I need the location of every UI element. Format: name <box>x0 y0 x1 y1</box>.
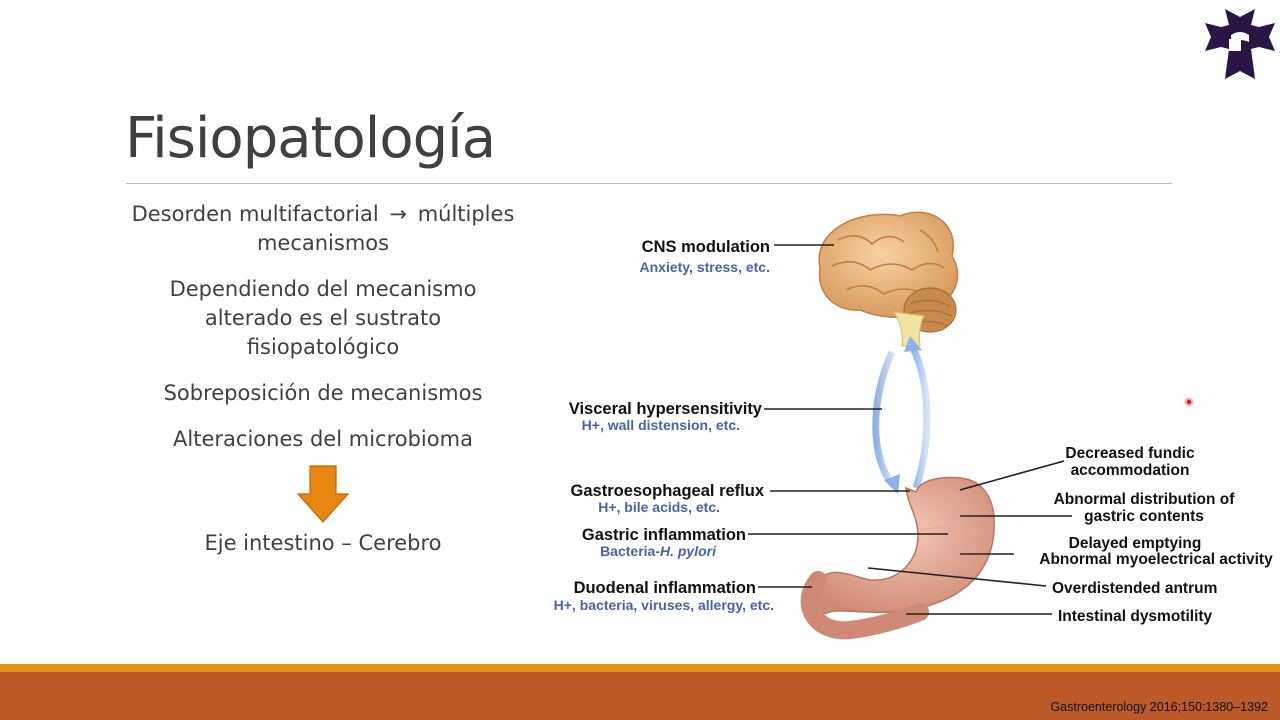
bullet-list: Desorden multifactorial → múltiples meca… <box>126 200 520 575</box>
label-accommodation: accommodation <box>1071 462 1190 479</box>
label-visceral-subtitle: H+, wall distension, etc. <box>582 417 740 433</box>
page-title: Fisiopatología <box>125 106 496 171</box>
bullet-eje: Eje intestino – Cerebro <box>204 531 442 555</box>
label-reflux-subtitle: H+, bile acids, etc. <box>598 499 720 515</box>
label-gastroesophageal-reflux: Gastroesophageal reflux <box>571 482 765 500</box>
gut-brain-arrows <box>872 336 931 494</box>
bullet-text: Desorden multifactorial <box>131 202 379 226</box>
stomach-illustration <box>800 476 995 640</box>
down-arrow-icon <box>297 465 349 523</box>
label-duodenal-subtitle: H+, bacteria, viruses, allergy, etc. <box>554 597 774 613</box>
label-gastric-subtitle: Bacteria-H. pylori <box>600 543 717 559</box>
bullet-text: múltiples mecanismos <box>256 202 515 255</box>
label-gastric-inflammation: Gastric inflammation <box>582 526 746 544</box>
label-intestinal-dysmotility: Intestinal dysmotility <box>1058 608 1213 625</box>
bullet-microbioma: Alteraciones del microbioma <box>173 427 473 451</box>
footer-bar <box>0 672 1280 720</box>
label-overdistended-antrum: Overdistended antrum <box>1052 580 1217 597</box>
brain-illustration <box>818 211 959 347</box>
label-gastric-contents: gastric contents <box>1084 508 1204 525</box>
laser-pointer-dot <box>1184 397 1194 407</box>
label-abnormal-distribution: Abnormal distribution of <box>1054 491 1236 508</box>
label-cns-modulation: CNS modulation <box>642 238 770 256</box>
bullet-sobreposicion: Sobreposición de mecanismos <box>163 381 483 405</box>
brain-gut-diagram: CNS modulation Anxiety, stress, etc. Vis… <box>554 211 1273 640</box>
bullet-mecanismo: Dependiendo del mecanismo alterado es el… <box>169 277 477 359</box>
citation: Gastroenterology 2016;150:1380–1392 <box>1050 700 1268 714</box>
label-myoelectrical-activity: Abnormal myoelectrical activity <box>1039 551 1273 568</box>
label-duodenal-inflammation: Duodenal inflammation <box>574 579 756 597</box>
footer-accent-strip <box>0 664 1280 672</box>
label-decreased-fundic: Decreased fundic <box>1065 445 1195 462</box>
label-delayed-emptying: Delayed emptying <box>1069 535 1202 552</box>
label-visceral-hypersensitivity: Visceral hypersensitivity <box>569 400 763 418</box>
cross-logo-icon <box>1205 9 1275 79</box>
bullet-multifactorial: Desorden multifactorial → múltiples meca… <box>126 200 520 258</box>
title-divider <box>126 183 1172 184</box>
right-arrow-icon: → <box>389 202 407 226</box>
label-cns-subtitle: Anxiety, stress, etc. <box>640 259 770 275</box>
